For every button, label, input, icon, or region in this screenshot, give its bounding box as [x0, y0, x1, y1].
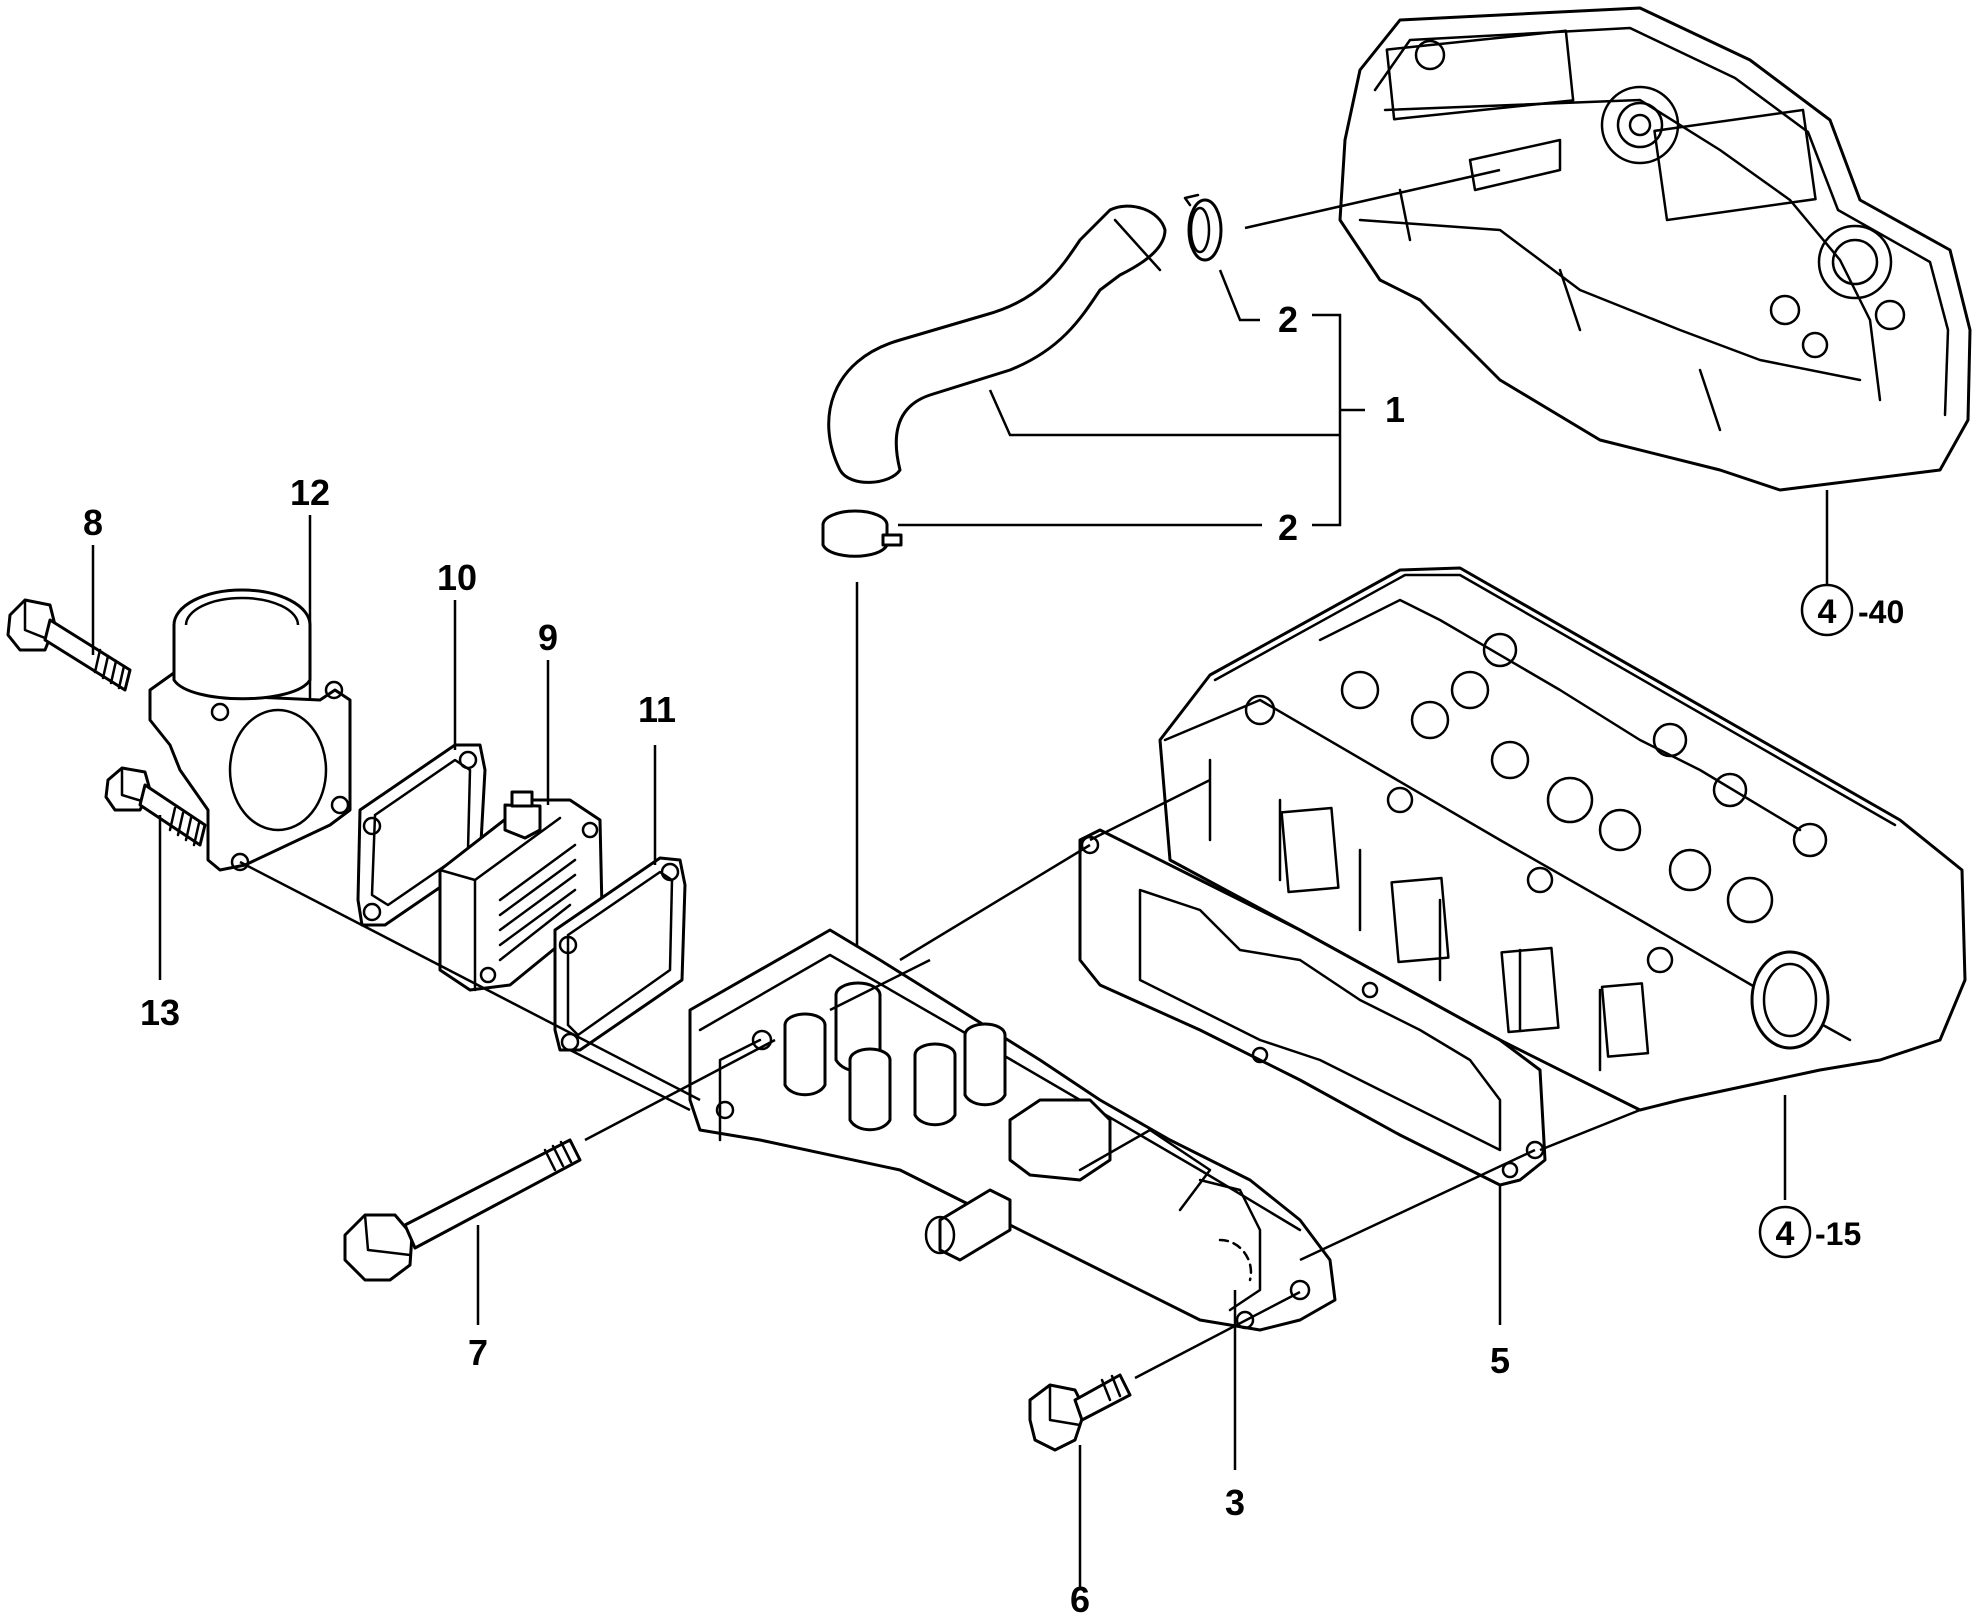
dash-stack-upper — [569, 1048, 691, 1112]
callout-10: 10 — [437, 557, 477, 598]
reference-cover: 4 -40 — [1800, 583, 1904, 637]
bolt-7 — [343, 1138, 582, 1282]
callout-9: 9 — [538, 617, 558, 658]
bolt-6 — [1028, 1373, 1132, 1452]
throttle-body — [148, 588, 352, 872]
hose-clamp-lower — [821, 509, 903, 558]
bolt-13 — [104, 766, 207, 847]
reference-head-circle — [1758, 1205, 1812, 1259]
callout-13: 13 — [140, 992, 180, 1033]
manifold-gasket — [1078, 828, 1547, 1187]
dash-manifold-to-gasket-top — [899, 843, 1091, 962]
dash-gasket-to-head-top — [1089, 778, 1211, 842]
leader-clamp-to-cover — [1244, 168, 1501, 230]
callout-5: 5 — [1490, 1340, 1510, 1381]
reference-cover-suffix: -40 — [1858, 594, 1904, 630]
callout-2-upper: 2 — [1278, 299, 1298, 340]
bolt-8 — [6, 598, 132, 692]
callout-7: 7 — [468, 1332, 488, 1373]
callout-12: 12 — [290, 472, 330, 513]
dash-gasket-to-head-bottom — [1539, 1108, 1641, 1152]
reference-head: 4 -15 — [1758, 1205, 1861, 1259]
reference-head-number: 4 — [1776, 1215, 1795, 1253]
intake-manifold — [688, 928, 1337, 1332]
cylinder-head — [1158, 566, 1967, 1112]
callout-8: 8 — [83, 502, 103, 543]
dash-bolt-6 — [1134, 1290, 1301, 1380]
dash-bolt-7 — [584, 1038, 776, 1142]
breather-hose — [827, 204, 1167, 484]
callout-2-lower: 2 — [1278, 507, 1298, 548]
reference-head-suffix: -15 — [1815, 1216, 1861, 1252]
callout-3: 3 — [1225, 1482, 1245, 1523]
rocker-cover — [1338, 6, 1972, 492]
dash-manifold-to-gasket-bottom — [1299, 1148, 1536, 1262]
callout-6: 6 — [1070, 1579, 1090, 1615]
callout-11: 11 — [638, 689, 676, 730]
reference-cover-number: 4 — [1818, 593, 1837, 631]
callout-1: 1 — [1385, 389, 1405, 430]
reference-cover-circle — [1800, 583, 1854, 637]
dash-manifold-side — [829, 958, 931, 1012]
dash-stack-lower — [239, 860, 701, 1102]
bracket-item-1 — [898, 269, 1365, 527]
hose-clamp-upper — [1183, 193, 1223, 262]
gasket-11 — [553, 856, 687, 1052]
